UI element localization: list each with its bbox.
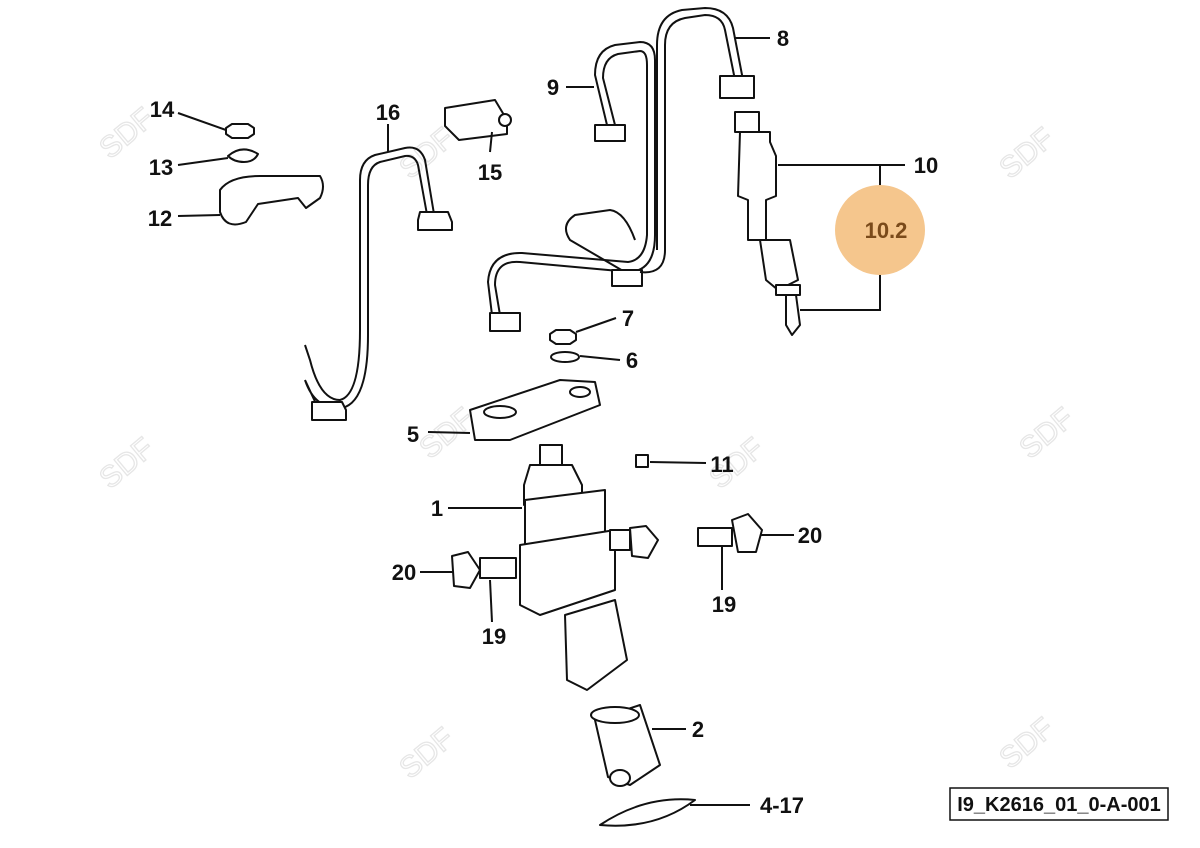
svg-text:SDF: SDF	[1013, 402, 1080, 466]
part-8-pipe	[639, 6, 755, 274]
part-11-screw	[635, 454, 649, 468]
callout-19-right[interactable]: 19	[712, 592, 736, 617]
part-20-plug-left	[451, 551, 517, 589]
part-12-clamp	[219, 175, 324, 226]
part-20-plug-right	[697, 513, 763, 553]
callout-8[interactable]: 8	[777, 26, 789, 51]
part-10-injector	[734, 111, 801, 336]
diagram-id-box: I9_K2616_01_0-A-001	[949, 787, 1169, 821]
callout-5[interactable]: 5	[407, 422, 419, 447]
callout-14[interactable]: 14	[150, 97, 175, 122]
part-16-pipe	[304, 146, 453, 421]
callout-4-17[interactable]: 4-17	[760, 793, 804, 818]
leader-lines	[177, 37, 905, 806]
callout-19-left[interactable]: 19	[482, 624, 506, 649]
svg-text:SDF: SDF	[993, 712, 1060, 776]
svg-text:SDF: SDF	[393, 722, 460, 786]
part-9-pipe	[486, 40, 656, 332]
callout-20-left[interactable]: 20	[392, 560, 416, 585]
part-6-washer	[550, 351, 580, 363]
callout-16[interactable]: 16	[376, 100, 400, 125]
callout-6[interactable]: 6	[626, 348, 638, 373]
highlight-10-2[interactable]: 10.2	[835, 185, 925, 275]
callout-10-2[interactable]: 10.2	[865, 218, 908, 243]
callouts: 14 13 12 16 15 9 8 10 7 6 5 11 1 20 19 2…	[148, 26, 938, 818]
callout-12[interactable]: 12	[148, 206, 172, 231]
callout-10[interactable]: 10	[914, 153, 938, 178]
highlight-circle	[835, 185, 925, 275]
callout-7[interactable]: 7	[622, 306, 634, 331]
part-5-flange	[469, 379, 601, 441]
callout-9[interactable]: 9	[547, 75, 559, 100]
part-7-nut	[549, 329, 577, 345]
callout-2[interactable]: 2	[692, 717, 704, 742]
part-4-17-shim	[599, 798, 696, 827]
callout-15[interactable]: 15	[478, 160, 502, 185]
part-15-bracket	[444, 99, 512, 141]
callout-11[interactable]: 11	[710, 452, 733, 477]
callout-13[interactable]: 13	[149, 155, 173, 180]
part-14-nut	[225, 123, 255, 139]
part-2-tappet	[590, 704, 661, 787]
callout-1[interactable]: 1	[431, 496, 443, 521]
part-13-washer	[227, 148, 259, 163]
part-1-pump	[519, 444, 659, 691]
svg-text:SDF: SDF	[993, 122, 1060, 186]
diagram-id: I9_K2616_01_0-A-001	[957, 794, 1161, 816]
svg-text:SDF: SDF	[93, 432, 160, 496]
callout-20-right[interactable]: 20	[798, 523, 822, 548]
